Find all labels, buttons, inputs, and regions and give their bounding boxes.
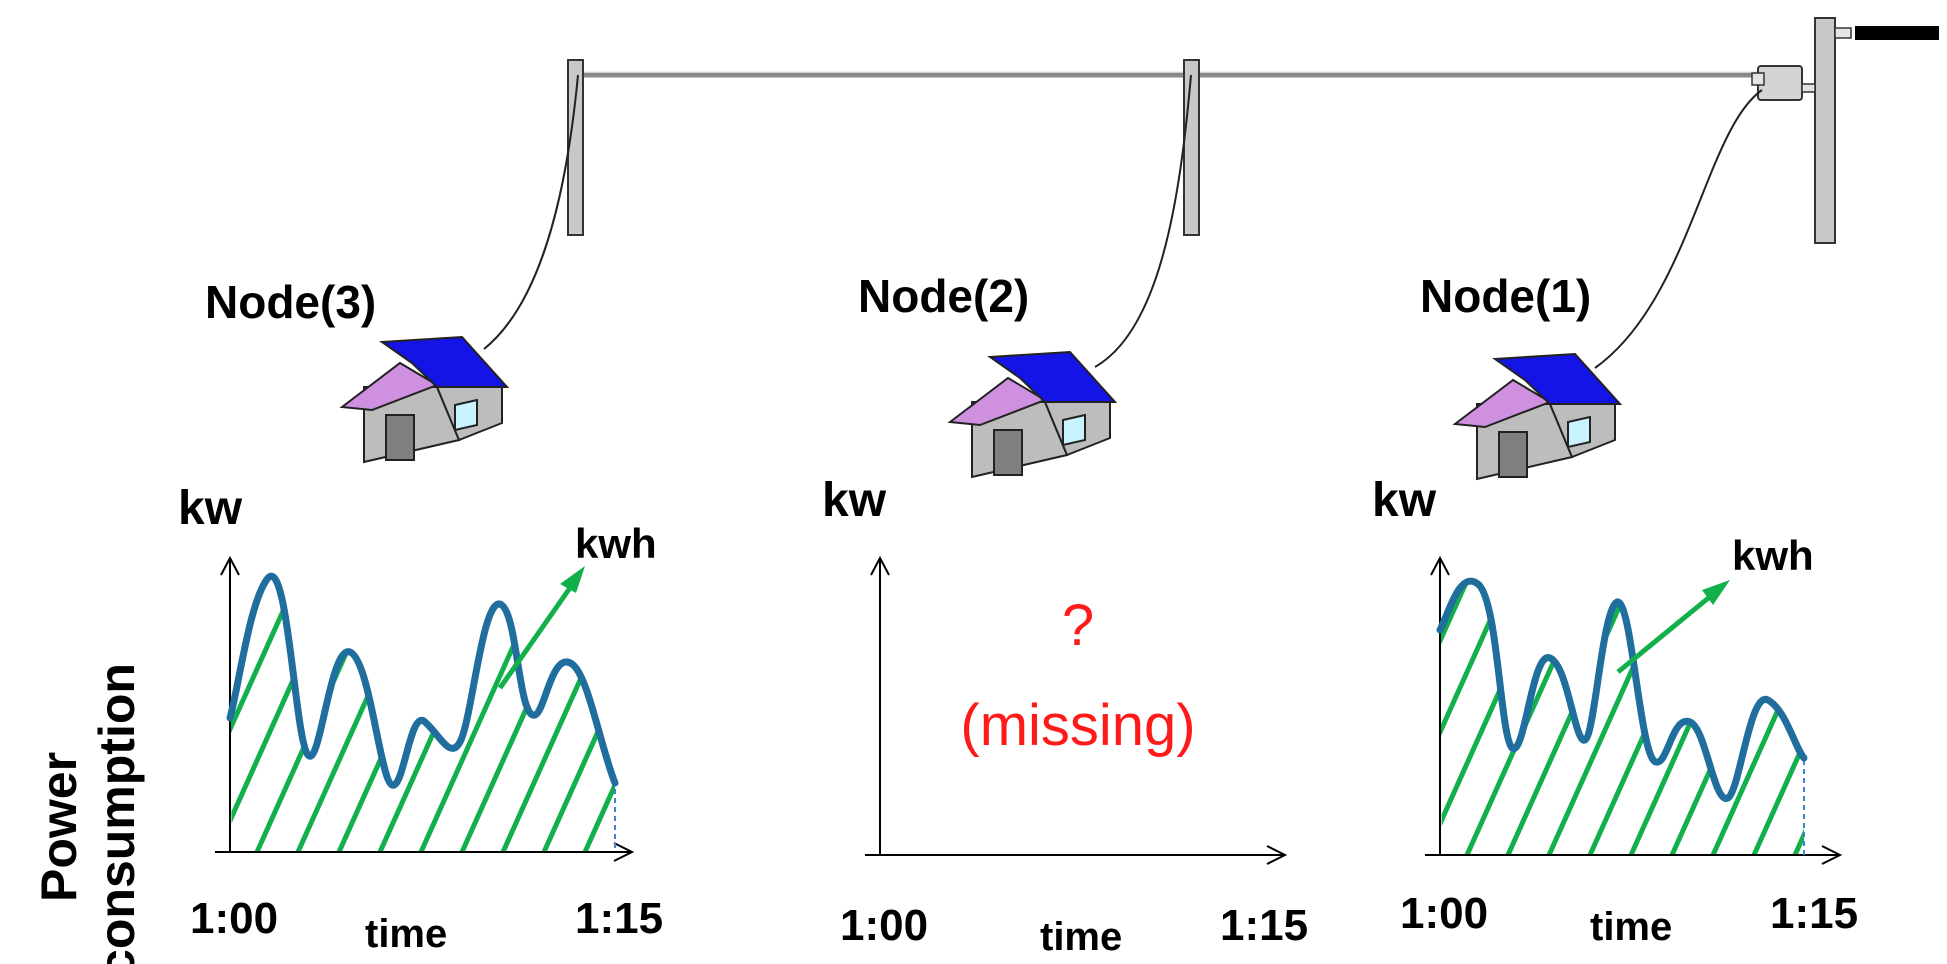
- utility-pole-3: [567, 59, 584, 236]
- feeder-connector-icon: [1834, 26, 1939, 40]
- hatch-line: [377, 576, 513, 852]
- y-axis-label-node-2: kw: [822, 474, 887, 527]
- hatch-line: [230, 576, 267, 852]
- chart-node-1: kwh kw 1:00 1:15 time: [1262, 474, 1947, 949]
- x-end-label-node-2: 1:15: [1220, 901, 1308, 950]
- kwh-label-node-3: kwh: [575, 520, 657, 567]
- transformer-icon: [1751, 65, 1816, 101]
- x-end-label-node-1: 1:15: [1770, 889, 1858, 938]
- power-curve-node-3: [226, 572, 619, 789]
- kwh-label-node-1: kwh: [1732, 532, 1814, 579]
- house-icon-node-2: [947, 350, 1118, 479]
- utility-pole-2: [1183, 59, 1200, 236]
- hatch-line: [336, 576, 472, 852]
- hatch-line: [254, 576, 390, 852]
- kwh-arrow-node-1: [1616, 593, 1714, 674]
- hatch-line: [1440, 581, 1477, 855]
- power-line-network: [483, 17, 1939, 369]
- main-utility-pole: [1814, 17, 1836, 244]
- hatch-line: [1836, 565, 1947, 855]
- x-axis-label-node-2: time: [1040, 915, 1122, 959]
- hatch-line: [295, 576, 431, 852]
- node-2-label: Node(2): [858, 270, 1029, 322]
- hatch-line: [1751, 581, 1804, 855]
- y-axis-label-node-3: kw: [178, 482, 243, 535]
- missing-question-mark: ?: [1062, 593, 1094, 658]
- x-start-label-node-2: 1:00: [840, 901, 928, 950]
- kwh-arrow-node-3: [497, 583, 575, 690]
- y-axis-label-node-1: kw: [1372, 474, 1437, 527]
- side-label-line-1: Power: [31, 752, 87, 902]
- hatch-line: [582, 576, 615, 852]
- node-3-label: Node(3): [205, 276, 376, 328]
- hatch-line: [626, 562, 756, 852]
- y-axis-arrow-node-2: [870, 555, 890, 576]
- power-curve-node-1: [1436, 577, 1808, 802]
- kwh-arrowhead-node-3: [560, 566, 585, 593]
- chart-node-2: ? (missing) kw 1:00 1:15 time: [822, 474, 1308, 959]
- x-axis-arrow-node-1: [1821, 845, 1843, 865]
- house-icon-node-1: [1452, 352, 1623, 481]
- y-axis-arrow-node-3: [220, 555, 240, 576]
- x-start-label-node-3: 1:00: [190, 894, 278, 943]
- node-1-label: Node(1): [1420, 270, 1591, 322]
- hatch-line: [1792, 581, 1804, 855]
- power-consumption-side-label: Power consumption: [31, 663, 145, 964]
- service-drop-2: [1094, 74, 1192, 368]
- missing-data-label: (missing): [960, 693, 1195, 758]
- x-start-label-node-1: 1:00: [1400, 889, 1488, 938]
- hatch-line: [418, 576, 554, 852]
- x-axis-arrow-node-2: [1266, 845, 1288, 865]
- hatch-line: [1262, 565, 1392, 855]
- hatch-line: [1303, 565, 1433, 855]
- hatch-area-node-3: [230, 562, 756, 852]
- x-end-label-node-3: 1:15: [575, 894, 663, 943]
- x-axis-label-node-3: time: [365, 912, 447, 956]
- y-axis-arrow-node-1: [1430, 555, 1450, 576]
- side-label-line-2: consumption: [89, 663, 145, 964]
- hatch-line: [541, 576, 615, 852]
- service-drop-1: [1594, 89, 1763, 369]
- hatch-line: [500, 576, 615, 852]
- chart-node-3: kwh kw 1:00 1:15 time: [178, 482, 756, 956]
- hatch-area-node-1: [1262, 565, 1947, 855]
- x-axis-label-node-1: time: [1590, 905, 1672, 949]
- kwh-arrowhead-node-1: [1702, 580, 1730, 605]
- x-axis-arrow-node-3: [613, 842, 635, 862]
- service-drop-3: [483, 74, 579, 350]
- house-icon-node-3: [339, 335, 510, 464]
